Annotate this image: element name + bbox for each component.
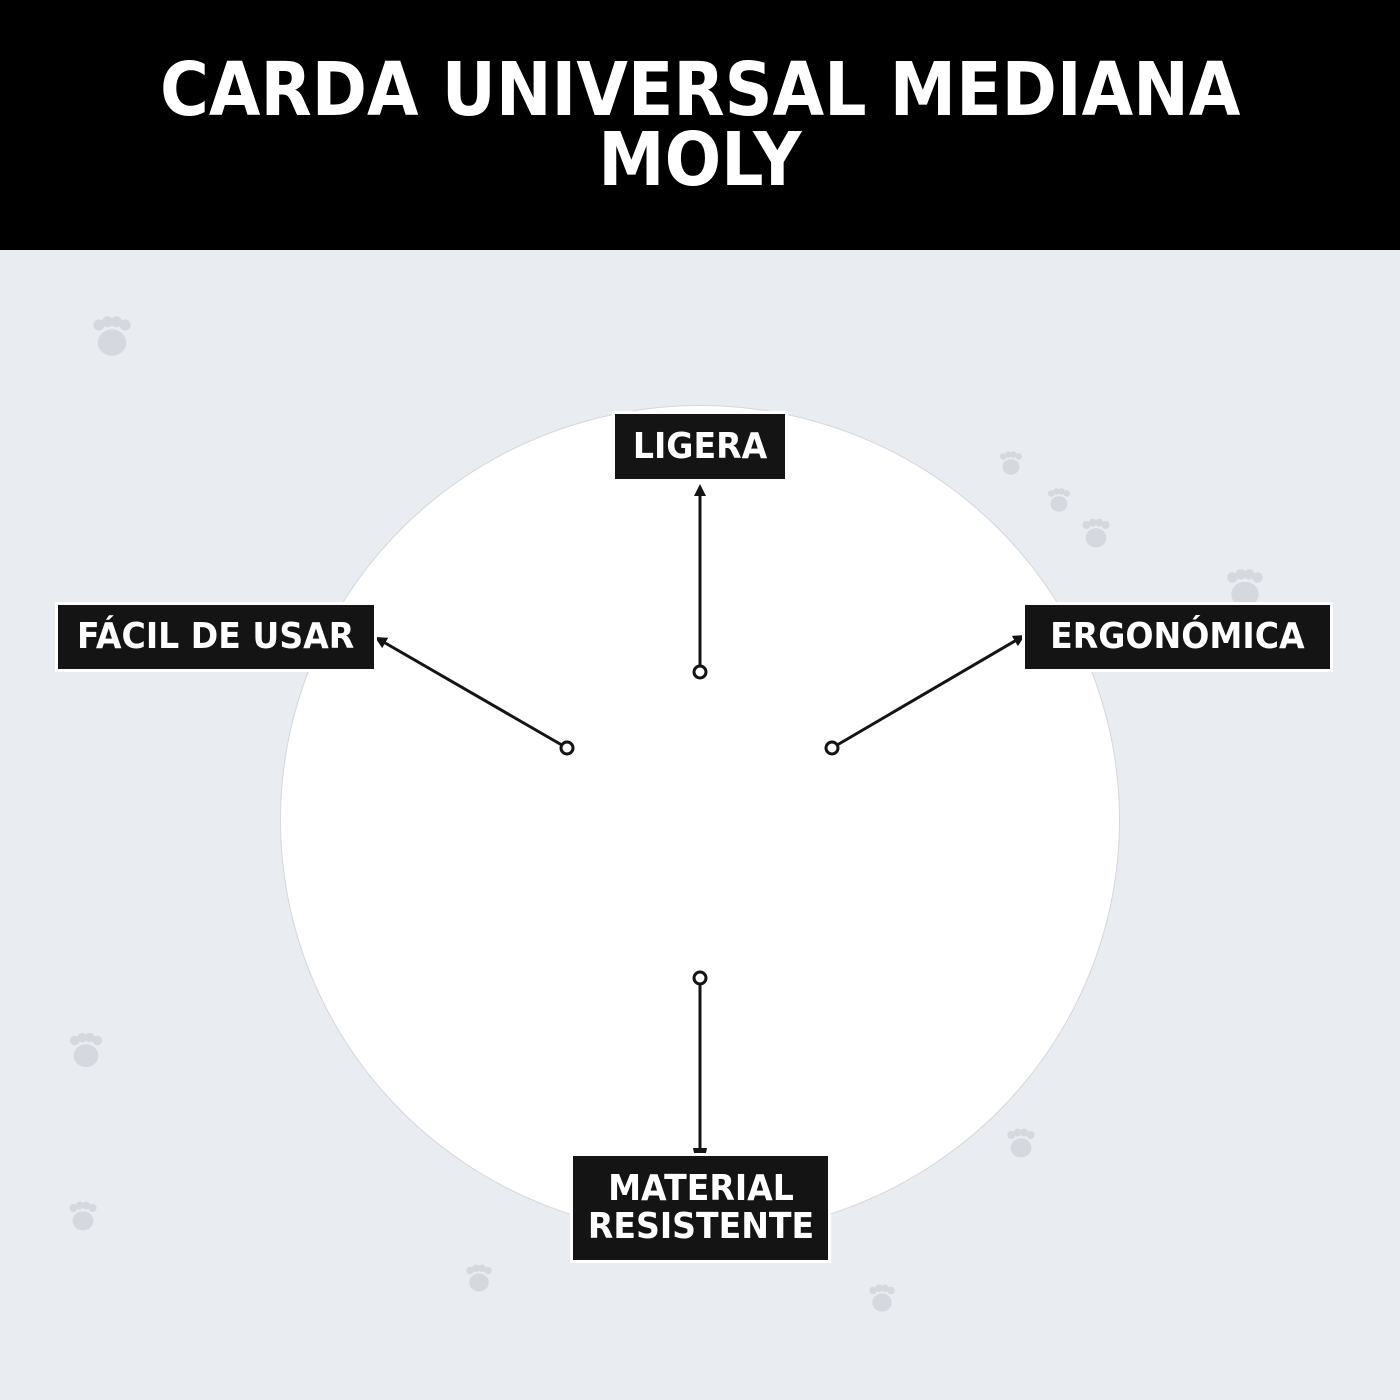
callout-top bbox=[692, 484, 708, 680]
feature-text: ERGONÓMICA bbox=[1050, 616, 1305, 657]
paw-print-icon bbox=[1047, 488, 1071, 512]
anchor-dot-icon bbox=[692, 970, 708, 986]
paw-print-icon bbox=[69, 1032, 103, 1068]
paw-print-icon bbox=[1007, 1128, 1035, 1158]
callout-right bbox=[824, 634, 1026, 756]
title-banner: CARDA UNIVERSAL MEDIANA MOLY bbox=[0, 0, 1400, 250]
feature-text-line-1: MATERIAL bbox=[607, 1168, 794, 1209]
anchor-dot-icon bbox=[824, 740, 840, 756]
paw-print-icon bbox=[1082, 518, 1110, 548]
paw-print-icon bbox=[999, 451, 1023, 475]
callout-left bbox=[374, 636, 575, 756]
paw-print-icon bbox=[69, 1201, 97, 1231]
feature-label-facil-de-usar: FÁCIL DE USAR bbox=[55, 602, 377, 672]
feature-text: LIGERA bbox=[632, 425, 768, 467]
page-title-line-1: CARDA UNIVERSAL MEDIANA bbox=[159, 47, 1241, 133]
feature-text: FÁCIL DE USAR bbox=[77, 616, 355, 657]
page-title-line-2: MOLY bbox=[598, 117, 802, 203]
anchor-dot-icon bbox=[559, 740, 575, 756]
callout-bottom bbox=[692, 970, 708, 1153]
anchor-dot-icon bbox=[692, 664, 708, 680]
paw-print-icon bbox=[1227, 569, 1263, 607]
feature-label-ligera: LIGERA bbox=[612, 411, 788, 482]
feature-label-material-resistente: MATERIAL RESISTENTE bbox=[570, 1153, 831, 1263]
paw-print-icon bbox=[869, 1284, 895, 1312]
paw-print-icon bbox=[93, 316, 131, 356]
feature-label-ergonomica: ERGONÓMICA bbox=[1022, 602, 1333, 672]
paw-print-icon bbox=[466, 1264, 492, 1292]
feature-text-line-2: RESISTENTE bbox=[587, 1206, 814, 1247]
